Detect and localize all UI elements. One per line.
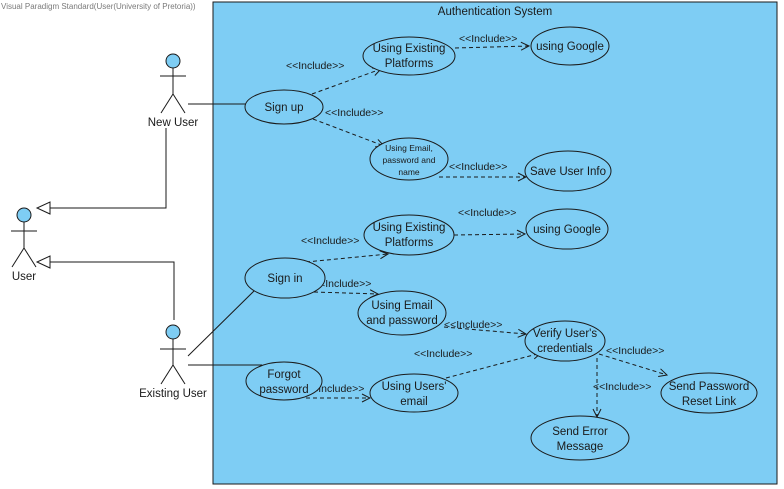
include-arrow [311, 69, 381, 95]
use-case-label: Sign in [267, 273, 302, 285]
use-case-label: Send Password [669, 381, 750, 393]
use-case-verify-users-credentials[interactable] [524, 320, 606, 362]
use-case-using-google[interactable] [525, 208, 609, 250]
use-case-label: Platforms [385, 237, 434, 249]
include-arrow [598, 353, 667, 375]
use-case-using-users-email[interactable] [369, 373, 459, 413]
use-case-label: Using Users' [382, 381, 447, 393]
include-arrow [313, 292, 378, 294]
actor-head [16, 207, 32, 223]
use-case-label: email [400, 396, 427, 408]
actor-label: User [12, 271, 36, 283]
use-case-label: and password [366, 315, 438, 327]
use-case-label: Forgot [267, 369, 301, 381]
actor-head [165, 53, 181, 69]
use-case-using-existing-platforms[interactable] [362, 36, 456, 76]
use-case-label: credentials [537, 343, 593, 355]
use-case-label: Save User Info [530, 166, 606, 178]
include-label: <<Include>> [449, 161, 507, 173]
include-label: <<Include>> [593, 381, 651, 393]
use-case-label: Using Email [371, 300, 432, 312]
actor-figure [160, 68, 186, 114]
use-case-sign-in[interactable] [244, 257, 326, 299]
include-arrow [454, 46, 529, 48]
use-case-send-error-message[interactable] [530, 415, 630, 461]
use-case-label: Verify User's [533, 328, 597, 340]
actor-user[interactable]: User [11, 207, 37, 283]
use-case-label: password and [383, 155, 436, 165]
use-case-label: using Google [536, 41, 604, 53]
actor-figure [160, 339, 186, 385]
include-arrow [312, 118, 384, 146]
use-case-label: Sign up [264, 102, 303, 114]
include-label: <<Include>> [444, 319, 502, 331]
watermark: Visual Paradigm Standard(User(University… [1, 2, 196, 11]
actor-label: New User [148, 117, 199, 129]
association-line [187, 289, 256, 357]
use-case-send-password-reset-link[interactable] [660, 372, 758, 414]
use-case-using-email-and-password[interactable] [357, 290, 447, 336]
use-case-label: name [398, 167, 420, 177]
generalization-arrow [35, 128, 167, 215]
include-arrow [453, 234, 525, 235]
include-label: <<Include>> [325, 107, 383, 119]
use-case-forgot-password[interactable] [245, 361, 323, 401]
use-case-label: password [259, 384, 308, 396]
system-title: Authentication System [438, 6, 552, 18]
use-case-label: Reset Link [682, 396, 737, 408]
include-label: <<Include>> [414, 348, 472, 360]
actor-new-user[interactable]: New User [148, 53, 199, 129]
use-case-label: Using Existing [373, 222, 446, 234]
include-label: <<Include>> [286, 60, 344, 72]
include-label: <<Include>> [459, 33, 517, 45]
include-arrow [445, 353, 541, 379]
use-case-label: Using Existing [373, 43, 446, 55]
actor-head [165, 324, 181, 340]
use-case-label: Message [557, 441, 604, 453]
generalization-arrow [35, 255, 175, 320]
use-case-save-user-info[interactable] [524, 150, 612, 192]
actor-existing-user[interactable]: Existing User [139, 324, 207, 400]
use-case-label: using Google [533, 224, 601, 236]
include-label: <<Include>> [458, 207, 516, 219]
use-case-label: Send Error [552, 426, 608, 438]
use-case-sign-up[interactable] [244, 89, 324, 125]
use-case-using-existing-platforms[interactable] [363, 214, 455, 256]
actor-figure [11, 222, 37, 268]
use-case-label: Platforms [385, 58, 434, 70]
actor-label: Existing User [139, 388, 207, 400]
include-label: <<Include>> [301, 235, 359, 247]
include-label: <<Include>> [313, 278, 371, 290]
use-case-label: Using Email, [385, 143, 433, 153]
use-case-using-google[interactable] [530, 26, 610, 66]
use-case-using-email-password-name[interactable] [369, 137, 449, 181]
include-label: <<Include>> [606, 345, 664, 357]
